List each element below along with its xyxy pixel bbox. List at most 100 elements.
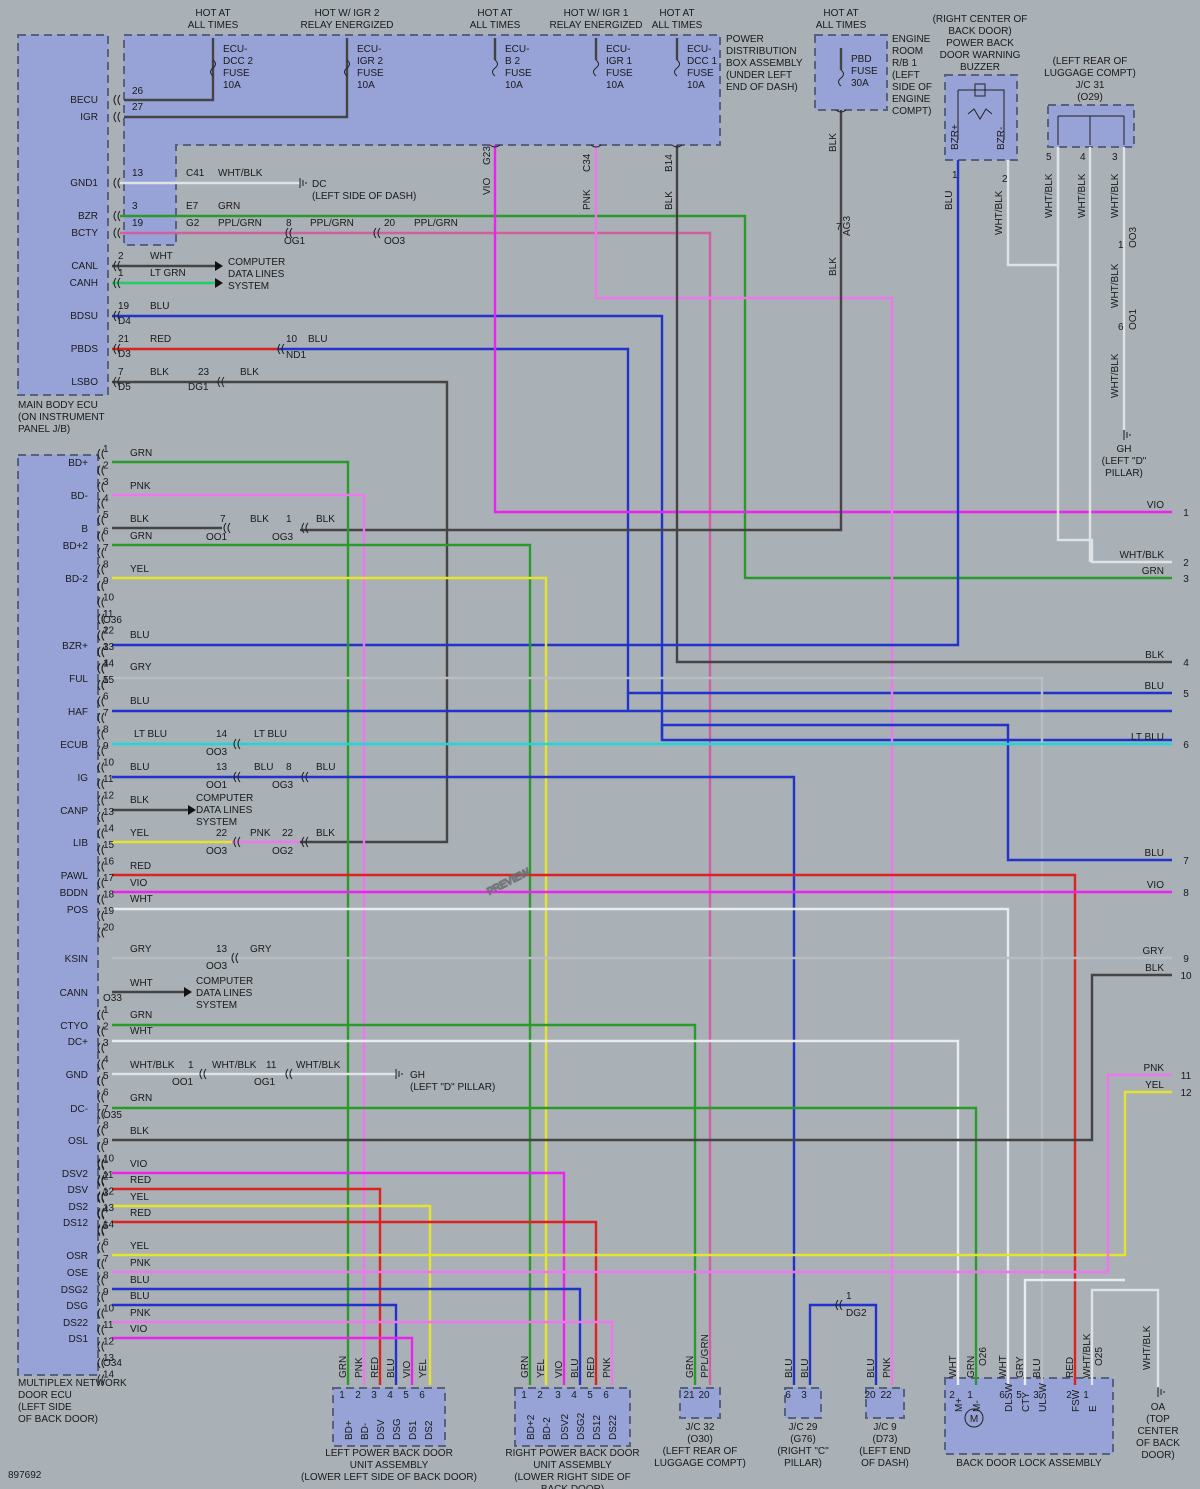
pin-number: 3 [103,477,109,488]
pin-number: 2 [355,1390,361,1401]
output-wire-label: GRY [1143,946,1165,957]
wire-color-label: WHT/BLK [1082,1333,1093,1378]
label: WHT [130,894,153,905]
label: 21 [118,334,130,345]
component-pin-label: BD+ [344,1420,355,1440]
pin-number: 4 [103,659,109,670]
pin-number: 7 [103,1254,109,1265]
power-header-line: ALL TIMES [652,20,703,31]
pin-number: 12 [103,1337,115,1348]
label: VIO [130,1159,147,1170]
label: OO1 [206,532,228,543]
connector-mark [223,522,231,534]
wire [124,60,349,119]
pin-number: 4 [103,1205,109,1216]
wire-color-label: PNK [354,1357,365,1378]
wire [112,1287,582,1385]
label: WHT [150,251,173,262]
label: RED [130,861,151,872]
pin-number: 10 [103,758,115,769]
label: O35 [103,1110,122,1121]
engine-room-rb-box [814,34,888,111]
mpx-caption-line: OF BACK DOOR) [18,1414,98,1425]
fuse-icon [492,59,498,77]
connector-mark [97,927,105,938]
component-caption: J/C 29 [789,1422,818,1433]
pin-number: 6 [603,1390,609,1401]
label: OO3 [384,236,406,247]
pin-number: 18 [103,890,115,901]
pin-number: 7 [103,543,109,554]
pdb-caption-line: DISTRIBUTION [726,46,797,57]
pin-number: 6 [785,1390,791,1401]
pin-number: 5 [103,510,109,521]
pin-number: 1 [1083,1390,1089,1401]
label: RED [130,1208,151,1219]
pin-number: 3 [103,1188,109,1199]
component-caption: BACK DOOR LOCK ASSEMBLY [956,1458,1102,1469]
label: LT BLU [254,729,287,740]
label: DG1 [188,382,209,393]
label: 3 [132,201,138,212]
label: BLK [240,367,259,378]
wire [112,873,1077,1385]
label: PPL/GRN [310,218,354,229]
label: GRN [218,201,240,212]
wire [112,775,796,1385]
component-caption: BACK DOOR) [541,1484,604,1489]
label: 26 [132,86,144,97]
component-caption: (G76) [790,1434,816,1445]
wire-color-label: VIO [554,1361,565,1378]
label: WHT/BLK [212,1060,257,1071]
jc31-caption: (LEFT REAR OF LUGGAGE COMPT) J/C 31 (O29… [1044,56,1136,103]
wire-color-label: PNK [882,1357,893,1378]
label: 11 [266,1060,277,1071]
mpx-pin-label: BZR+ [62,641,88,652]
label: SYSTEM [228,281,269,292]
connector-mark [97,580,105,592]
label: OG1 [254,1077,276,1088]
connector-mark [97,1125,105,1136]
buzzer-caption-line: (RIGHT CENTER OF [933,14,1028,25]
label: 20 [384,218,396,229]
label: 5 [1046,152,1052,163]
fuse-label: IGR 1 [606,56,633,67]
pin-number: 6 [999,1390,1005,1401]
output-wire-label: PNK [1143,1063,1164,1074]
pin-number: 13 [103,1353,115,1364]
label: OG3 [272,780,294,791]
wire-color-label: RED [586,1357,597,1378]
main-ecu-pin-label: IGR [80,112,98,123]
connector-mark [97,1009,105,1021]
connector-mark [113,94,121,106]
wire [112,576,548,1385]
connector-mark [217,376,225,388]
pin-number: 11 [103,1320,114,1331]
connector-mark [231,952,239,964]
wire-color-label: YEL [418,1359,429,1378]
buzzer-caption-line: DOOR WARNING [940,50,1021,61]
connector-mark [97,1108,105,1120]
fuse-label: FUSE [687,68,714,79]
component-caption: (RIGHT "C" [777,1446,829,1457]
fuse-label: PBD [851,54,872,65]
buzzer-caption: (RIGHT CENTER OF BACK DOOR) POWER BACK D… [933,14,1028,73]
label: BLK [250,514,269,525]
pin-number: 2 [537,1390,543,1401]
label: PNK [130,481,151,492]
label: 19 [118,301,130,312]
label: GRN [130,1093,152,1104]
output-wire-label: BLK [1145,650,1164,661]
output-wire-label: BLK [1145,963,1164,974]
label: 6 [1118,322,1124,333]
label: BLU [130,1291,149,1302]
ground-icon [1123,430,1131,440]
label: OG1 [284,236,306,247]
output-number: 4 [1183,658,1189,669]
power-door-unit-connector [514,1387,631,1447]
pin-number: 20 [864,1390,876,1401]
connector-mark [285,1068,293,1080]
label: 22 [216,828,228,839]
back-door-lock-box [944,1377,1114,1455]
